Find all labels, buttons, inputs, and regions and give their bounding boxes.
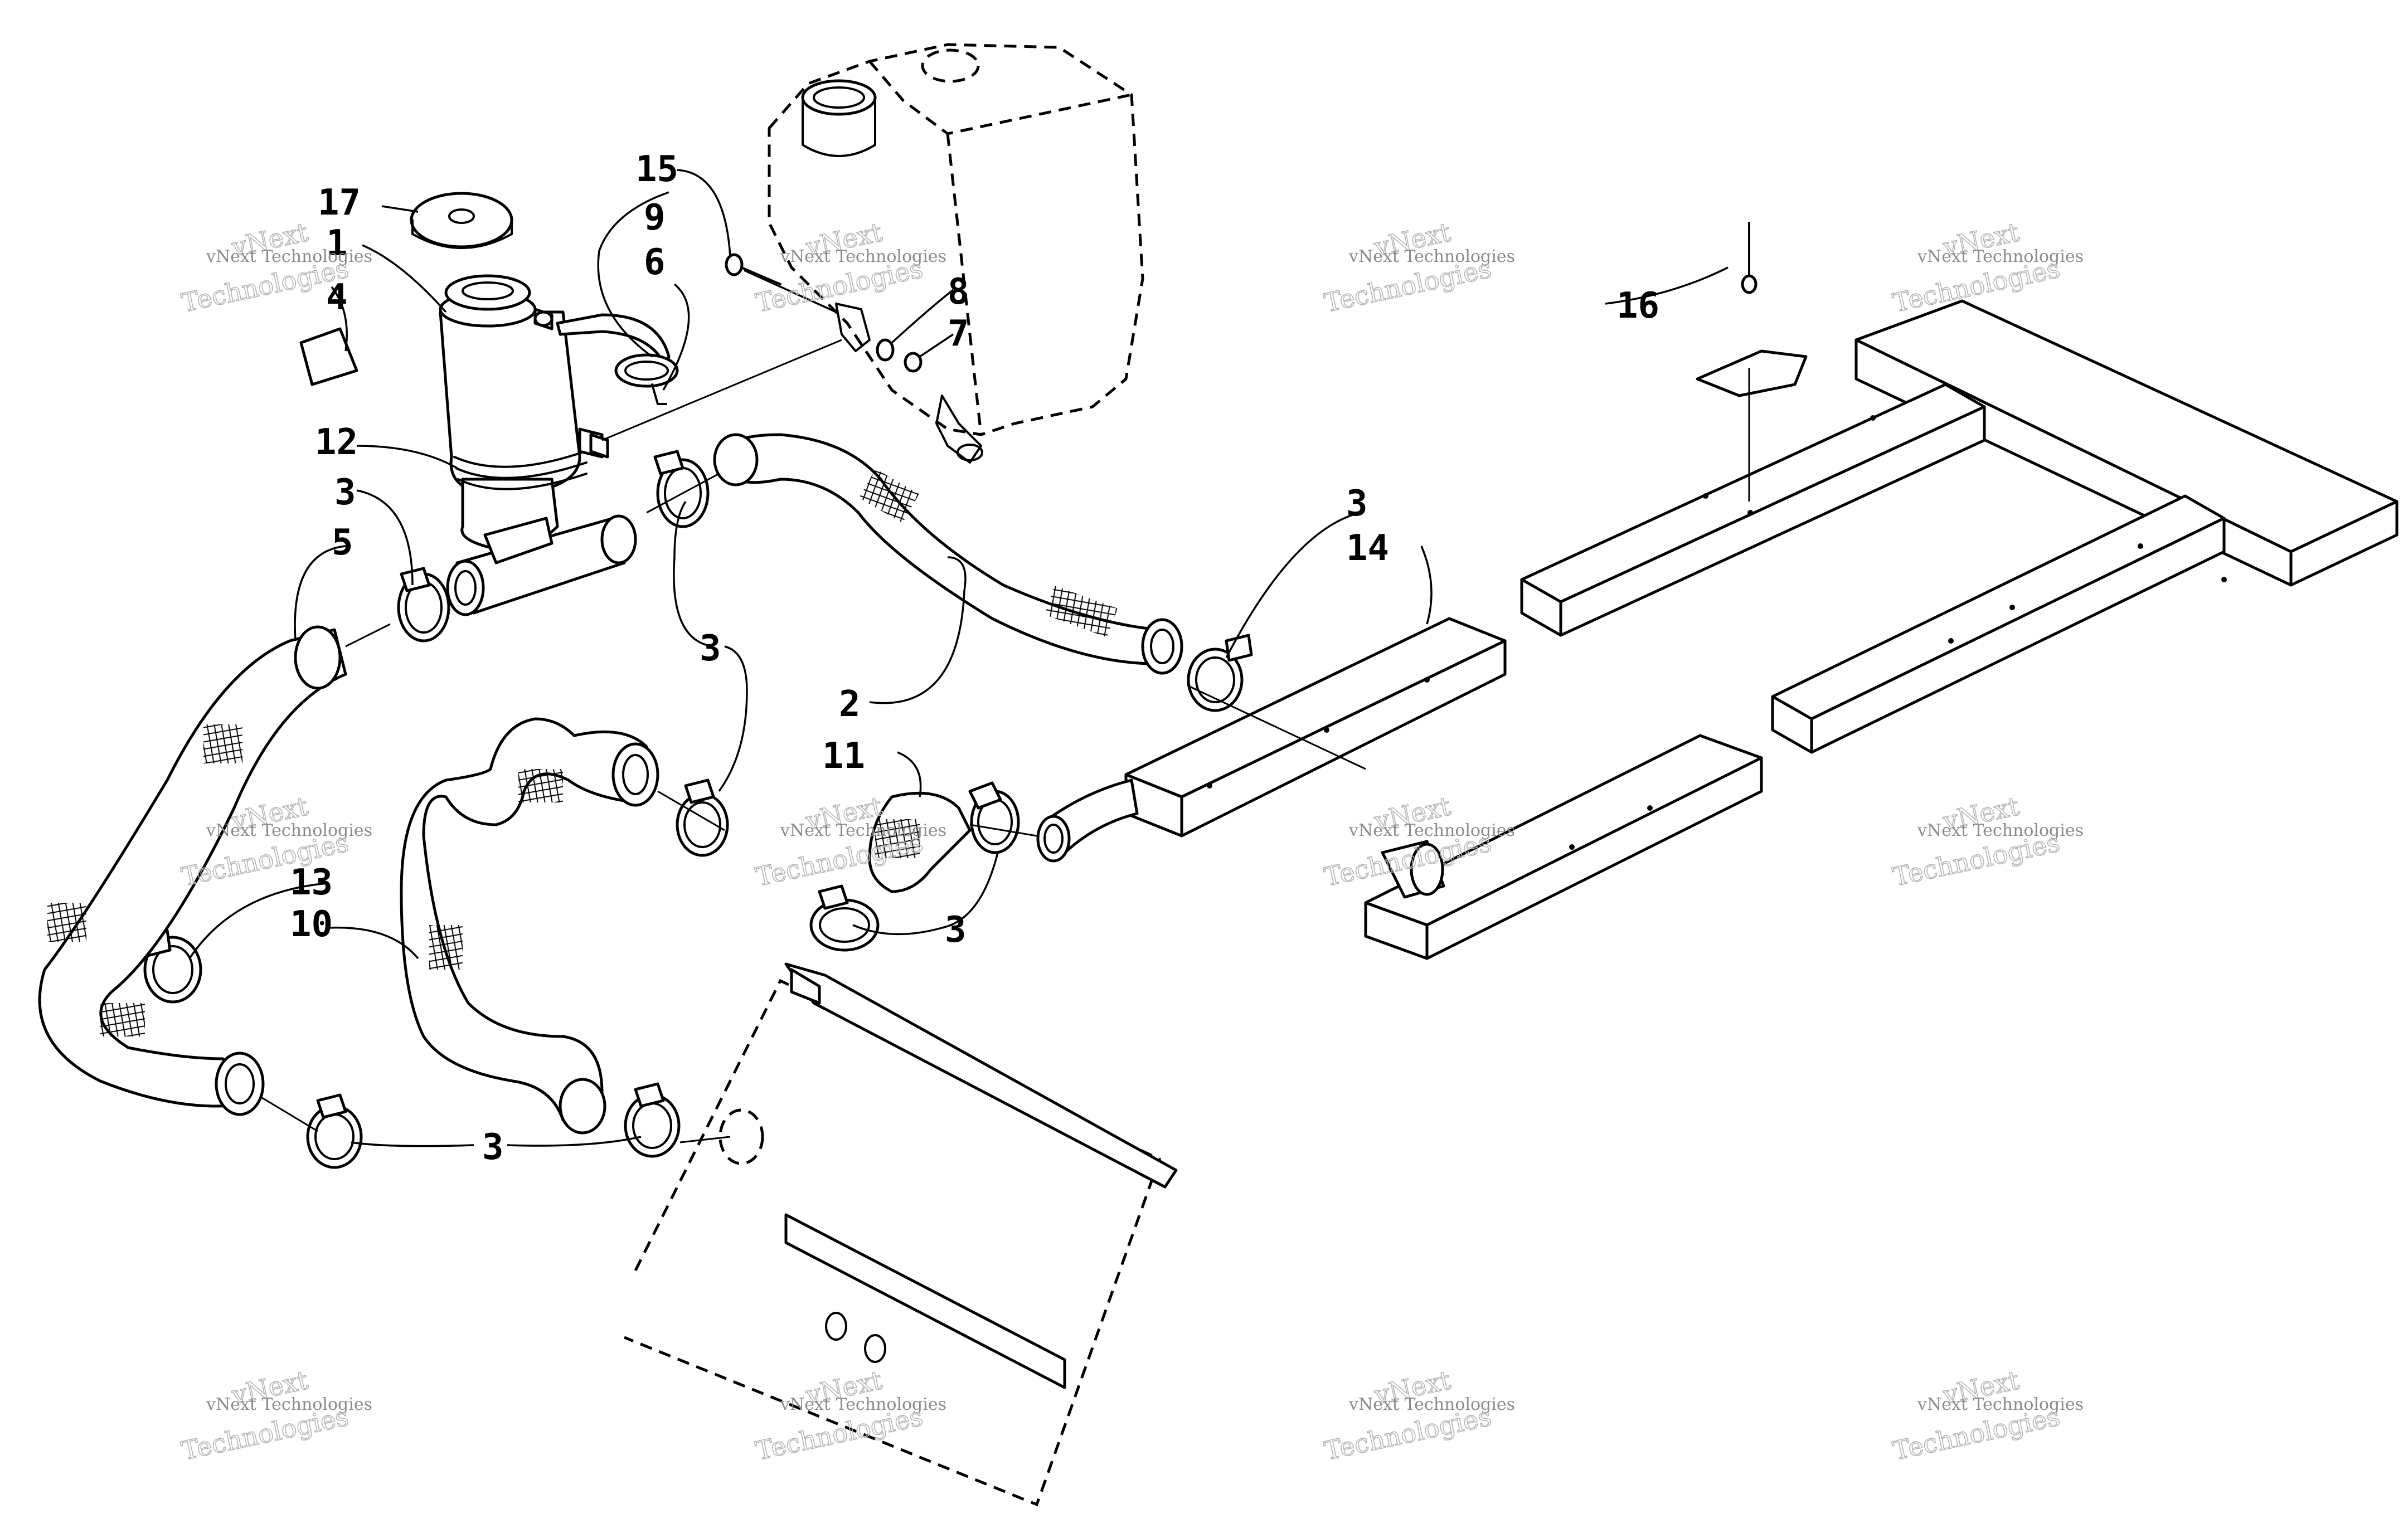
part-label-9: 9 (644, 197, 666, 239)
svg-text:vNext Technologies: vNext Technologies (1917, 1395, 2084, 1414)
mounting-plate (624, 962, 1178, 1507)
part-label-5: 5 (332, 522, 353, 563)
upper-hose (713, 433, 1183, 675)
heat-exchanger-front (1036, 617, 1507, 863)
tank-mounting-hardware (725, 253, 923, 373)
part-label-2: 2 (839, 684, 861, 725)
part-label-6: 6 (644, 242, 666, 283)
svg-text:vNext Technologies: vNext Technologies (206, 821, 372, 840)
watermark: vNext vNext Technologies Technologies (1321, 1364, 1515, 1466)
hose-clamp-1 (397, 567, 450, 643)
svg-text:vNext Technologies: vNext Technologies (1348, 1395, 1515, 1414)
hose-clamp-5 (968, 781, 1020, 854)
hose-clamp-3 (1187, 634, 1253, 712)
part-number-labels: 17 1 4 9 6 15 8 7 12 3 5 3 2 3 14 11 3 1… (290, 149, 1659, 1168)
hose-10 (400, 717, 659, 1135)
tunnel-heat-exchanger (1520, 299, 2399, 754)
tee-fitting (446, 514, 637, 616)
part-label-3-exchanger: 3 (1346, 483, 1368, 524)
part-label-3-bottom: 3 (482, 1127, 504, 1168)
svg-text:vNext Technologies: vNext Technologies (780, 1395, 946, 1414)
svg-text:vNext Technologies: vNext Technologies (1348, 821, 1515, 840)
vent-hose (556, 313, 679, 405)
elbow-hose (868, 791, 972, 893)
leader-lines (188, 169, 1729, 1147)
hose-5 (38, 625, 347, 1116)
hose-clamp-6 (809, 884, 880, 952)
hose-clamp-7 (306, 1093, 363, 1169)
part-label-10: 10 (290, 904, 333, 945)
watermark: vNext vNext Technologies Technologies (1890, 216, 2084, 318)
svg-text:vNext Technologies: vNext Technologies (1917, 247, 2084, 266)
part-label-3-bottle: 3 (334, 472, 356, 513)
part-label-7: 7 (948, 313, 969, 354)
part-label-16: 16 (1616, 285, 1659, 327)
svg-text:vNext Technologies: vNext Technologies (206, 1395, 372, 1414)
watermark: vNext vNext Technologies Technologies (178, 1364, 372, 1466)
part-label-15: 15 (635, 149, 678, 190)
pressure-bottle (439, 274, 609, 551)
hose-clamp-13 (140, 929, 202, 1004)
watermark: vNext vNext Technologies Technologies (753, 790, 946, 892)
part-label-3-elbow: 3 (945, 909, 967, 951)
watermark: vNext vNext Technologies Technologies (753, 1364, 946, 1466)
part-label-17: 17 (318, 182, 361, 223)
hose-clamp-8 (624, 1082, 681, 1158)
center-lines (261, 339, 1366, 1143)
watermark: vNext vNext Technologies Technologies (1890, 1364, 2084, 1466)
part-label-3-center: 3 (700, 628, 721, 669)
svg-text:vNext Technologies: vNext Technologies (780, 821, 946, 840)
watermark: vNext vNext Technologies Technologies (753, 216, 946, 318)
watermark: vNext vNext Technologies Technologies (1321, 216, 1515, 318)
heat-exchanger-rear (1364, 734, 1763, 960)
part-label-8: 8 (948, 271, 969, 313)
svg-text:vNext Technologies: vNext Technologies (1348, 247, 1515, 266)
svg-text:vNext Technologies: vNext Technologies (1917, 821, 2084, 840)
part-label-14: 14 (1346, 528, 1389, 569)
svg-text:vNext Technologies: vNext Technologies (780, 247, 946, 266)
part-label-11: 11 (822, 736, 865, 777)
watermark: vNext vNext Technologies Technologies (1890, 790, 2084, 892)
hose-clamp-2 (653, 450, 710, 528)
part-label-13: 13 (290, 862, 333, 903)
part-label-12: 12 (315, 422, 358, 463)
coolant-tank (768, 43, 1144, 464)
bleeder-valve (1696, 222, 1808, 502)
svg-text:vNext Technologies: vNext Technologies (206, 247, 372, 266)
radiator-cap (410, 192, 513, 249)
part-label-4: 4 (326, 277, 348, 318)
part-label-1: 1 (326, 223, 348, 264)
decal (299, 327, 358, 386)
